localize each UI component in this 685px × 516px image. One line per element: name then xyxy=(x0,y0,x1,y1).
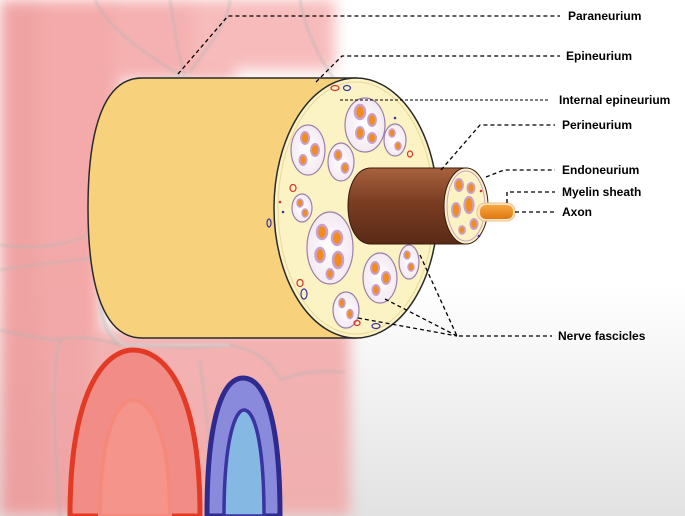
leader-fascicles-1 xyxy=(419,254,552,337)
small-vessels xyxy=(266,84,414,330)
label-endoneurium: Endoneurium xyxy=(562,163,640,177)
fascicle xyxy=(291,193,313,223)
fascicle xyxy=(383,123,407,157)
fascicle xyxy=(344,97,386,153)
fascicle xyxy=(398,244,420,280)
label-paraneurium: Paraneurium xyxy=(568,9,642,23)
fascicles xyxy=(266,84,420,330)
leader-perineurium xyxy=(440,124,555,171)
label-internal-epineurium: Internal epineurium xyxy=(559,93,671,107)
fascicle xyxy=(332,291,360,329)
label-myelin-sheath: Myelin sheath xyxy=(562,185,642,199)
artery xyxy=(67,347,203,516)
label-perineurium: Perineurium xyxy=(562,118,633,132)
vein xyxy=(204,375,283,516)
fascicle xyxy=(290,124,326,176)
label-nerve-fascicles: Nerve fascicles xyxy=(558,329,646,343)
connective-strands xyxy=(0,0,346,516)
leader-lines xyxy=(177,15,560,337)
label-epineurium: Epineurium xyxy=(566,49,633,63)
leader-myelin xyxy=(506,191,555,203)
fascicle xyxy=(362,252,398,304)
fascicle xyxy=(327,142,355,182)
perineurium-segment xyxy=(347,167,489,245)
leader-paraneurium xyxy=(177,15,560,75)
leader-epineurium xyxy=(315,55,560,83)
fascicle xyxy=(306,211,354,285)
axon-with-myelin xyxy=(476,202,516,222)
label-axon: Axon xyxy=(562,205,592,219)
leader-fascicles-3 xyxy=(357,317,458,337)
